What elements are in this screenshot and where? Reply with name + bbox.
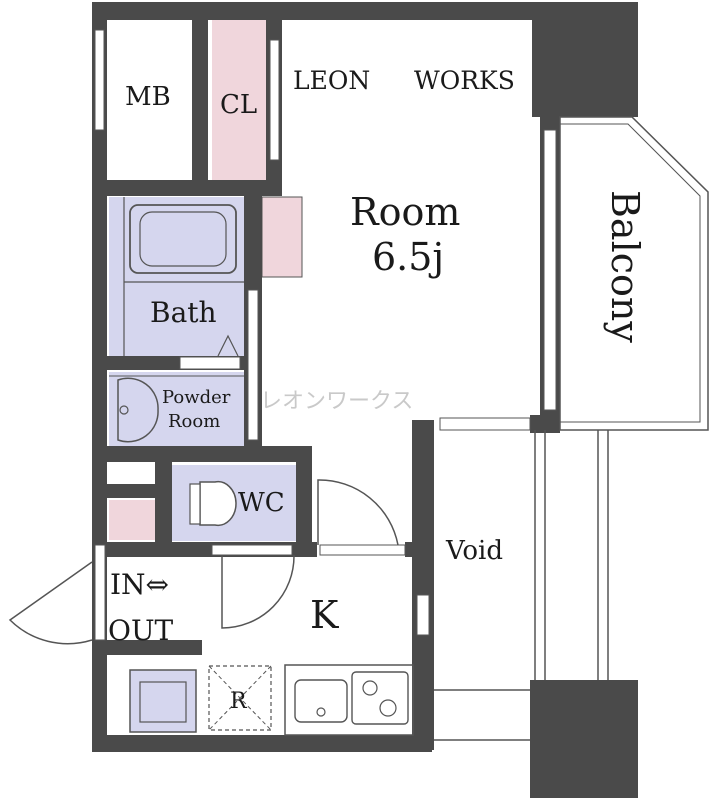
stove [351, 671, 409, 725]
toilet-tank [189, 483, 201, 525]
washbasin-drain [119, 405, 129, 415]
main-room-size: 6.5j [372, 235, 444, 279]
kitchen-sink [294, 679, 348, 723]
mb-label: MB [125, 82, 171, 112]
windows [94, 29, 557, 641]
balcony-inner-line [560, 123, 701, 423]
washer-drain [139, 681, 187, 723]
powder-room-fill [109, 372, 244, 448]
brand-name: LEON [293, 66, 370, 95]
closet-fill [212, 20, 268, 180]
kitchen-label: K [310, 593, 339, 637]
watermark-text: レオンワークス [260, 389, 413, 414]
entrance-label-1: IN⇔ [110, 568, 169, 601]
stove-burner-2 [379, 699, 397, 717]
entrance-label-2: OUT [108, 614, 174, 647]
sink-drain [316, 707, 326, 717]
balcony-outline [559, 116, 709, 431]
cl-label: CL [220, 90, 257, 120]
void-railing [434, 430, 609, 741]
void-label: Void [445, 536, 503, 566]
bath-label: Bath [150, 296, 217, 329]
main-room-name: Room [350, 190, 460, 234]
wc-label: WC [238, 488, 285, 518]
powder-room-label-1: Powder [162, 387, 231, 408]
kitchen-counter [284, 664, 414, 736]
storage-fill-small [261, 196, 303, 278]
stove-burner-1 [362, 680, 378, 696]
shoe-cabinet-fill [109, 500, 156, 540]
bath-faucet [217, 334, 239, 357]
toilet [199, 480, 237, 527]
powder-room-label-2: Room [168, 411, 220, 432]
balcony-label: Balcony [603, 190, 647, 343]
fridge-cross-2 [208, 665, 272, 731]
fridge-space [208, 665, 272, 731]
fridge-label: R [230, 689, 248, 714]
bathtub [129, 204, 237, 274]
bath-fill [109, 197, 244, 357]
bathtub-inner [139, 211, 227, 267]
brand-tagline: WORKS [414, 66, 515, 95]
washbasin [117, 377, 159, 443]
